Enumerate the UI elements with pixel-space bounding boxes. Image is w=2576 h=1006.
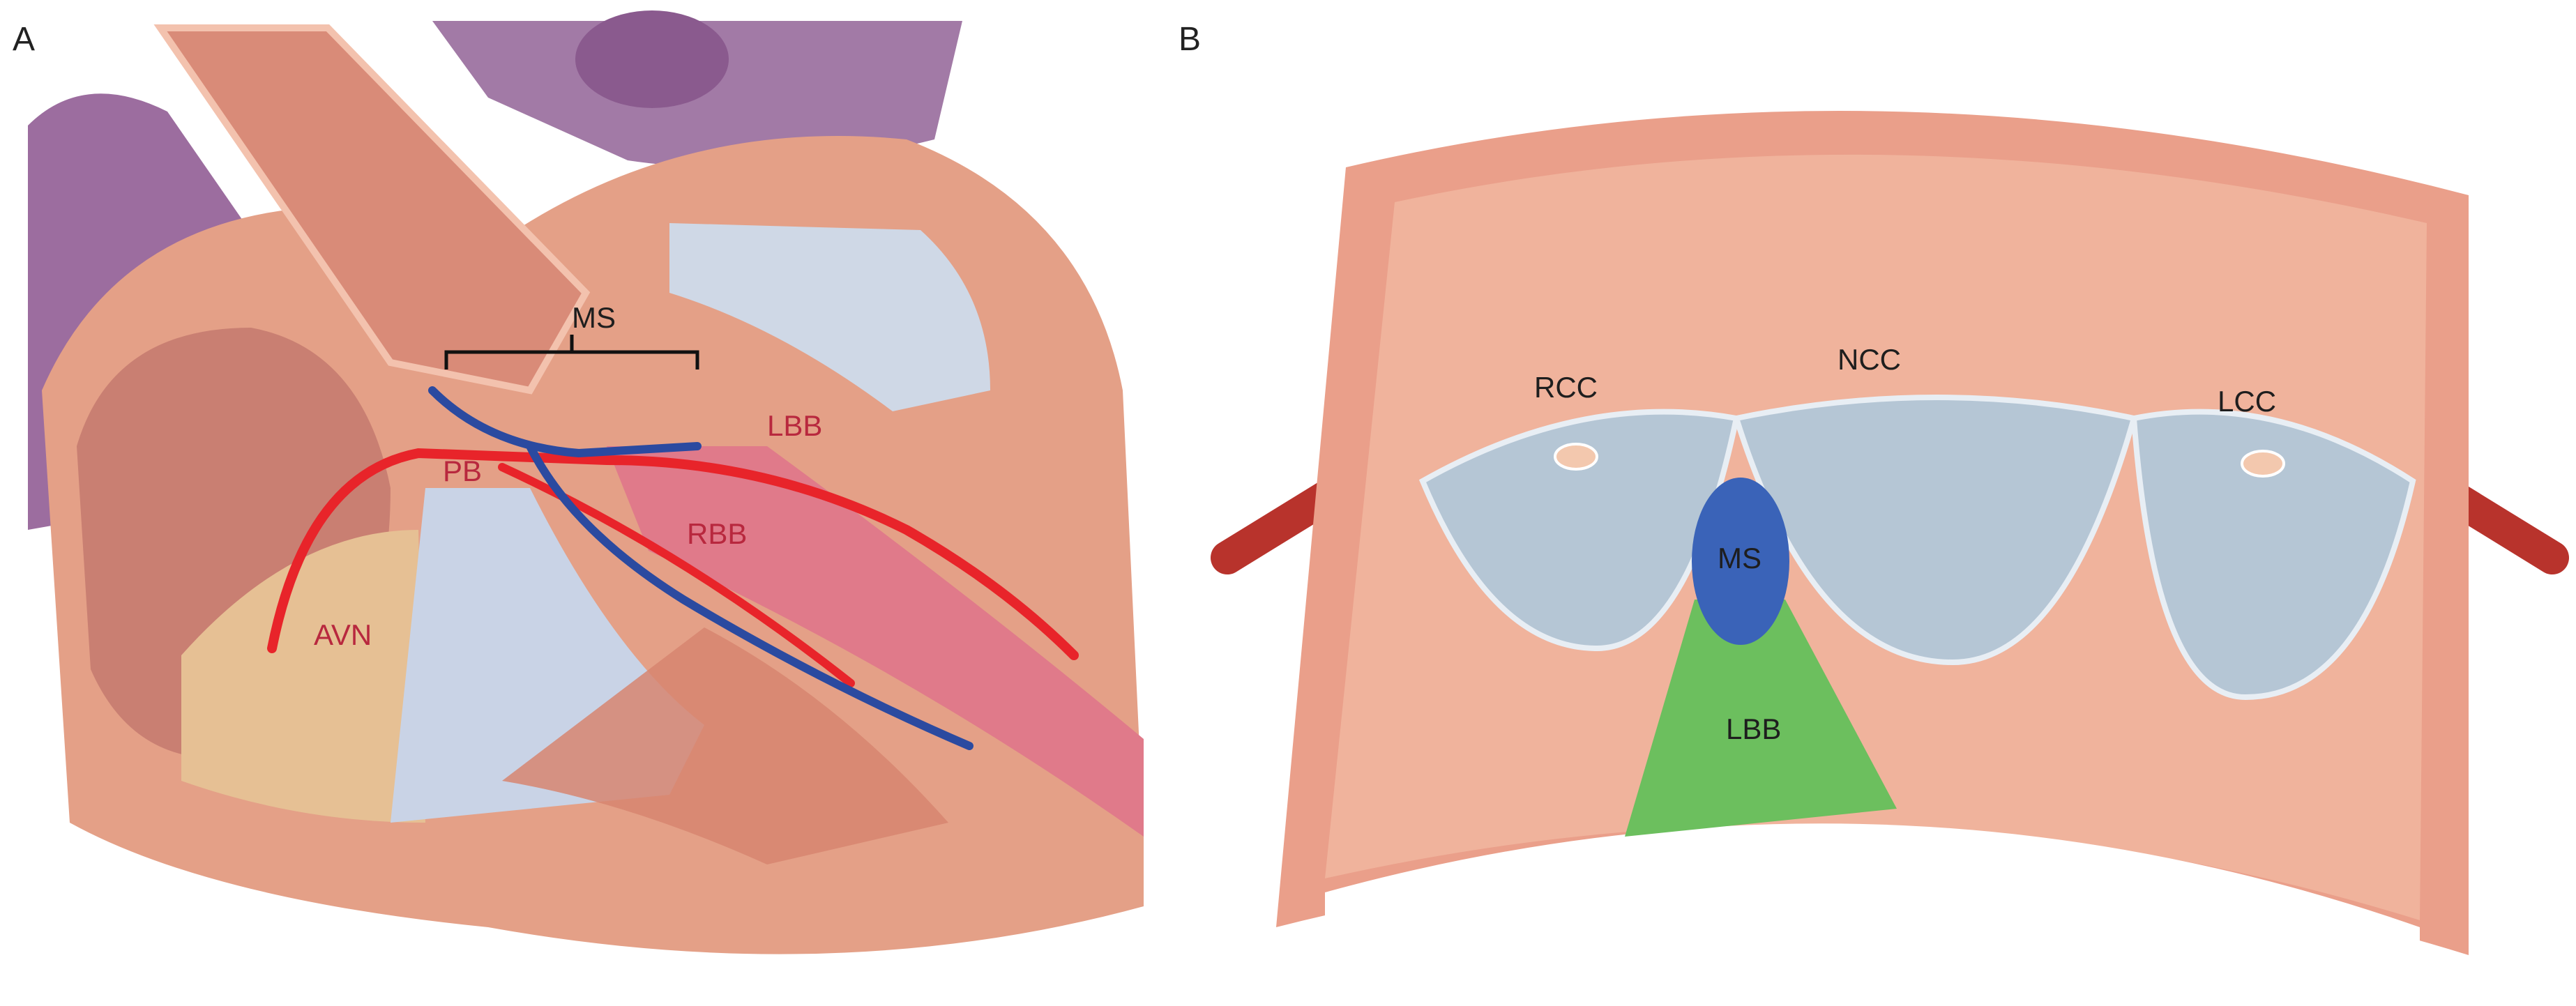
panel-a-letter: A [13, 21, 35, 58]
ncc-cusp [1732, 395, 2138, 666]
rbb-red [498, 463, 855, 687]
av-node-region [181, 530, 425, 823]
left-coronary-ostium [2241, 450, 2285, 478]
panel-b-letter: B [1179, 21, 1201, 58]
left-ventricle-lumen [607, 446, 1144, 837]
lbb-region [1625, 600, 1897, 837]
label-ncc: NCC [1838, 343, 1901, 376]
bottom-opening [1325, 823, 2420, 1006]
panel-a: A [13, 10, 1151, 962]
label-lbb-a: LBB [767, 409, 822, 442]
label-lbb-b: LBB [1726, 712, 1781, 745]
his-bundle-red [267, 448, 1079, 660]
lcc-cusp [2130, 409, 2416, 701]
panel-b: B RCC NCC LCC MS LBB [1179, 21, 2569, 1006]
conduction-blue [428, 386, 973, 750]
label-ms-b: MS [1718, 542, 1761, 574]
aortic-valve-leaflets [669, 223, 990, 411]
label-avn: AVN [314, 618, 372, 651]
ventricular-septum [502, 627, 948, 864]
rcc-cusp [1418, 409, 1740, 652]
label-pb: PB [443, 455, 482, 487]
heart-cross-section [28, 10, 1151, 962]
right-coronary-ostium [1554, 443, 1598, 471]
ms-bracket [444, 335, 699, 369]
ms-region [1692, 478, 1789, 645]
label-ms-a: MS [572, 301, 616, 334]
label-rcc: RCC [1534, 371, 1598, 404]
label-rbb: RBB [687, 517, 747, 550]
label-lcc: LCC [2218, 385, 2276, 418]
pulmonary-vessel [575, 10, 729, 108]
aorta [153, 24, 591, 395]
